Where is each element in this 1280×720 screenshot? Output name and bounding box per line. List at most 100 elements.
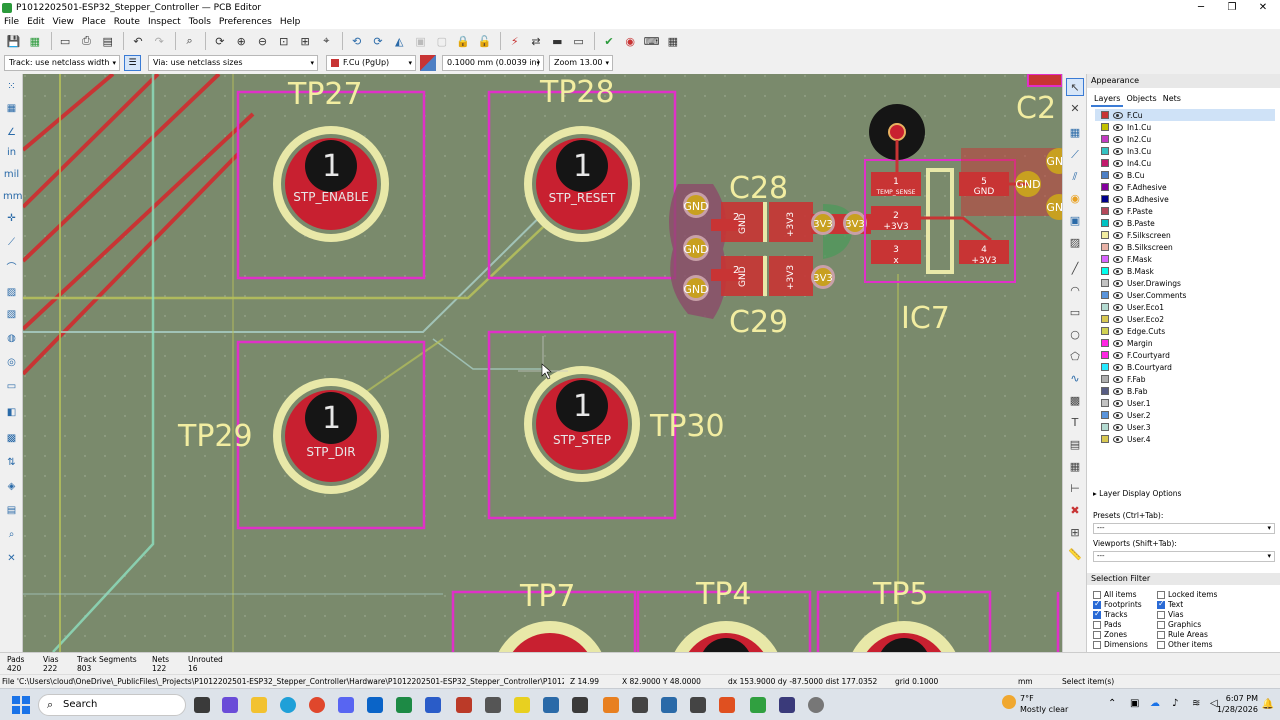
weather-widget[interactable]: 7°F Mostly clear <box>1020 693 1068 715</box>
add-table-icon[interactable]: ▦ <box>1069 460 1081 473</box>
menu-edit[interactable]: Edit <box>27 17 45 27</box>
eye-icon[interactable] <box>1113 171 1123 179</box>
layer-color-swatch[interactable] <box>1101 363 1109 371</box>
eye-icon[interactable] <box>1113 387 1123 395</box>
add-textbox-icon[interactable]: ▤ <box>1069 438 1081 451</box>
presets-select[interactable]: ---▾ <box>1093 523 1275 534</box>
layer-row[interactable]: In4.Cu <box>1095 157 1151 169</box>
grid-select[interactable]: 0.1000 mm (0.0039 in)▾ <box>442 55 544 71</box>
task-view-icon[interactable] <box>194 697 210 713</box>
layer-row[interactable]: User.3 <box>1095 421 1151 433</box>
eye-icon[interactable] <box>1113 123 1123 131</box>
layer-color-swatch[interactable] <box>1101 243 1109 251</box>
layer-color-swatch[interactable] <box>1101 171 1109 179</box>
draw-arc-icon[interactable]: ◠ <box>1070 284 1080 297</box>
outlook-icon[interactable] <box>367 697 383 713</box>
eye-icon[interactable] <box>1113 315 1123 323</box>
local-ratsnest-icon[interactable]: ✕ <box>1070 102 1080 115</box>
layer-row[interactable]: B.Courtyard <box>1095 361 1172 373</box>
layer-color-swatch[interactable] <box>1101 111 1109 119</box>
layer-row[interactable]: User.4 <box>1095 433 1151 445</box>
filter-checkbox[interactable]: Tracks <box>1093 609 1128 619</box>
layer-color-swatch[interactable] <box>1101 375 1109 383</box>
checkbox-box[interactable] <box>1093 609 1101 619</box>
grid-dots-icon[interactable]: ⁙ <box>7 81 16 92</box>
layer-color-swatch[interactable] <box>1101 123 1109 131</box>
zoom-fit-icon[interactable]: ⊡ <box>279 34 289 48</box>
tab-objects[interactable]: Objects <box>1126 94 1157 103</box>
route-track-icon[interactable]: ⟋ <box>1071 148 1079 161</box>
find-icon[interactable]: ⌕ <box>186 34 193 47</box>
kicad-icon[interactable] <box>779 697 795 713</box>
draw-circle-icon[interactable]: ○ <box>1070 328 1080 341</box>
layer-color-swatch[interactable] <box>1101 327 1109 335</box>
layer-display-options[interactable]: ▸ Layer Display Options <box>1093 489 1182 498</box>
eye-icon[interactable] <box>1113 327 1123 335</box>
layer-color-swatch[interactable] <box>1101 303 1109 311</box>
wifi-icon[interactable]: ≋ <box>1192 698 1201 709</box>
mic-icon[interactable]: ♪ <box>1172 698 1179 709</box>
checkbox-box[interactable] <box>1093 630 1101 639</box>
layer-row[interactable]: F.Courtyard <box>1095 349 1170 361</box>
active-layer-select[interactable]: F.Cu (PgUp)▾ <box>326 55 416 71</box>
filter-checkbox[interactable]: Dimensions <box>1093 640 1148 649</box>
route-diff-pair-icon[interactable]: ⫽ <box>1072 170 1078 183</box>
excel-icon[interactable] <box>396 697 412 713</box>
search-panel-icon[interactable]: ⌕ <box>8 529 15 540</box>
tp27-footprint[interactable] <box>236 90 426 280</box>
add-image-icon[interactable]: ▩ <box>1069 394 1081 407</box>
layer-color-swatch[interactable] <box>1101 399 1109 407</box>
ratsnest-icon[interactable]: ⟋ <box>8 237 15 248</box>
zoom-select[interactable]: Zoom 13.00▾ <box>549 55 613 71</box>
tray-chevron-icon[interactable]: ⌃ <box>1108 698 1117 709</box>
flip-board-icon[interactable]: ⇅ <box>7 457 16 468</box>
powerpoint-icon[interactable] <box>456 697 472 713</box>
checkbox-box[interactable] <box>1157 610 1165 619</box>
taskbar-search[interactable]: ⌕Search <box>38 694 186 716</box>
layer-row[interactable]: F.Silkscreen <box>1095 229 1171 241</box>
checkbox-box[interactable] <box>1093 640 1101 649</box>
menu-route[interactable]: Route <box>113 17 140 27</box>
checkbox-box[interactable] <box>1157 599 1165 609</box>
tray-app-icon[interactable]: ▣ <box>1130 698 1140 709</box>
c28-c29-footprints[interactable] <box>669 184 871 319</box>
eye-icon[interactable] <box>1113 399 1123 407</box>
measure-tool-icon[interactable]: 📏 <box>1068 548 1082 561</box>
app-green-icon[interactable] <box>750 697 766 713</box>
netlist-icon[interactable]: ⚡ <box>510 34 519 48</box>
windows-start-icon[interactable] <box>12 696 30 714</box>
filter-checkbox[interactable]: Vias <box>1157 610 1184 619</box>
update-pcb-icon[interactable]: ⇄ <box>531 34 541 48</box>
onedrive-icon[interactable]: ☁ <box>1150 698 1160 709</box>
mirror-icon[interactable]: ◭ <box>395 34 404 48</box>
layer-color-swatch[interactable] <box>1101 423 1109 431</box>
app-window-icon[interactable] <box>543 697 559 713</box>
filter-checkbox[interactable]: Pads <box>1093 620 1121 629</box>
eye-icon[interactable] <box>1113 303 1123 311</box>
layer-pair-icon[interactable] <box>420 55 436 71</box>
tab-layers[interactable]: Layers <box>1091 92 1124 107</box>
units-mils-icon[interactable]: mil <box>3 169 20 180</box>
viewports-select[interactable]: ---▾ <box>1093 551 1275 562</box>
add-zone-icon[interactable]: ▣ <box>1069 214 1081 227</box>
layer-row[interactable]: B.Silkscreen <box>1095 241 1173 253</box>
pads-outline-icon[interactable]: ◍ <box>7 333 16 344</box>
layer-row[interactable]: B.Mask <box>1095 265 1154 277</box>
filter-checkbox[interactable]: Graphics <box>1157 620 1201 629</box>
layer-color-swatch[interactable] <box>1101 351 1109 359</box>
zoom-in-icon[interactable]: ⊕ <box>236 34 246 48</box>
app-pen-icon[interactable] <box>485 697 501 713</box>
draw-line-icon[interactable]: ╱ <box>1071 262 1079 275</box>
bottom-testpoints[interactable] <box>451 590 1060 652</box>
group-icon[interactable]: ▣ <box>415 34 426 48</box>
plot-icon[interactable]: ▤ <box>102 34 113 48</box>
auto-track-width-icon[interactable]: ☰ <box>124 55 141 71</box>
file-explorer-icon[interactable] <box>251 697 267 713</box>
layer-row[interactable]: F.Mask <box>1095 253 1152 265</box>
checkbox-box[interactable] <box>1157 640 1165 649</box>
layer-color-swatch[interactable] <box>1101 159 1109 167</box>
close-button[interactable]: ✕ <box>1258 2 1268 13</box>
track-width-select[interactable]: Track: use netclass width▾ <box>4 55 120 71</box>
print-icon[interactable]: ⎙ <box>81 34 91 47</box>
layer-row[interactable]: F.Adhesive <box>1095 181 1167 193</box>
